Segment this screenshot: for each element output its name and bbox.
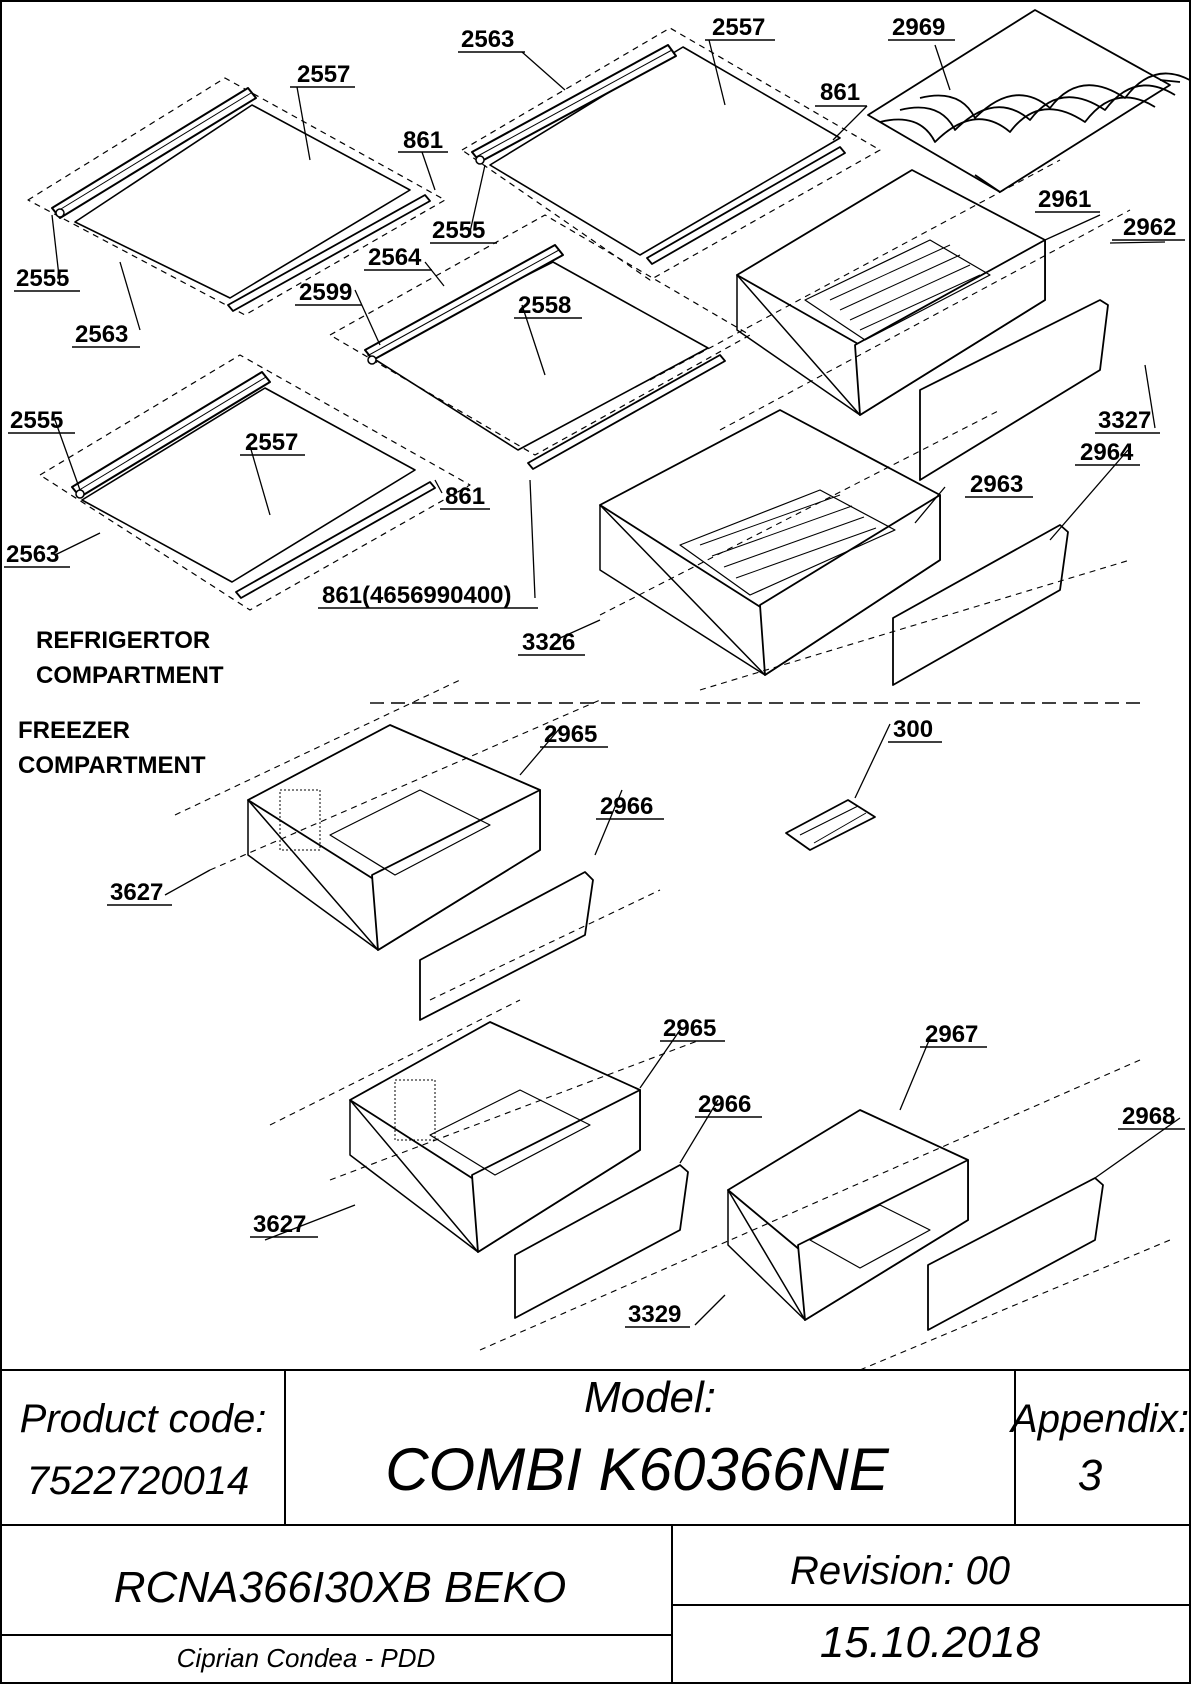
dashed-guides: [174, 159, 1171, 1371]
callout-label: 861: [445, 483, 485, 510]
glass-shelf-upper-left: [27, 77, 446, 316]
callout-label: 861: [820, 79, 860, 106]
drawer-front-2968: [927, 1177, 1104, 1331]
callout-label: 861(4656990400): [322, 582, 512, 609]
freezer-drawer-bottom: [727, 1109, 969, 1321]
callout-label: 2557: [712, 14, 765, 41]
callout-label: 3627: [253, 1211, 306, 1238]
callout-label: 2599: [299, 279, 352, 306]
leader-lines: [51, 39, 1181, 1326]
drawer-front-2966-lower: [514, 1164, 689, 1319]
callout-label: 2966: [698, 1091, 751, 1118]
callout-label: 2563: [6, 541, 59, 568]
revision-date: 15.10.2018: [820, 1618, 1041, 1667]
freezer-compartment-title: COMPARTMENT: [18, 752, 206, 779]
callout-label: 2557: [245, 429, 298, 456]
appendix-number: 3: [1078, 1451, 1103, 1500]
callout-label: 2967: [925, 1021, 978, 1048]
product-name: RCNA366I30XB BEKO: [114, 1563, 566, 1612]
callout-labels: 2557 2563 2557 2969 861 861 2555 2555 25…: [4, 14, 1185, 1328]
callout-label: 2555: [10, 407, 63, 434]
title-block: Product code: 7522720014 Model: COMBI K6…: [1, 1369, 1190, 1683]
author: Ciprian Condea - PDD: [177, 1643, 436, 1673]
callout-label: 3326: [522, 629, 575, 656]
callout-label: 2563: [75, 321, 128, 348]
callout-label: 2564: [368, 244, 422, 271]
callout-label: 2557: [297, 61, 350, 88]
crisper-drawer-upper: [736, 169, 1046, 416]
drawer-front-2964: [892, 524, 1069, 686]
callout-label: 2965: [663, 1015, 716, 1042]
callout-label: 3329: [628, 1301, 681, 1328]
callout-label: 861: [403, 127, 443, 154]
freezer-compartment-title: FREEZER: [18, 717, 130, 744]
callout-label: 2966: [600, 793, 653, 820]
glass-shelf-lower-left: [39, 354, 471, 611]
compartment-titles: REFRIGERTOR COMPARTMENT FREEZER COMPARTM…: [18, 627, 224, 779]
callout-label: 2558: [518, 292, 571, 319]
drawer-front-2966-upper: [419, 871, 594, 1021]
callout-label: 2962: [1123, 214, 1176, 241]
appendix-label: Appendix:: [1009, 1397, 1189, 1441]
parts-illustration: [27, 9, 1191, 1371]
model-name: COMBI K60366NE: [385, 1436, 890, 1503]
revision: Revision: 00: [790, 1549, 1010, 1593]
callout-label: 2963: [970, 471, 1023, 498]
freezer-drawer-lower: [349, 1021, 641, 1253]
crisper-drawer-lower: [599, 409, 941, 676]
ice-tray: [785, 799, 876, 851]
refrigerator-compartment-title: COMPARTMENT: [36, 662, 224, 689]
callout-label: 2563: [461, 26, 514, 53]
callout-label: 3627: [110, 879, 163, 906]
model-label: Model:: [584, 1373, 716, 1422]
callout-label: 300: [893, 716, 933, 743]
callout-label: 2964: [1080, 439, 1134, 466]
product-code-label: Product code:: [20, 1397, 267, 1441]
glass-shelf-upper-middle: [461, 27, 881, 281]
callout-label: 3327: [1098, 407, 1151, 434]
callout-label: 2961: [1038, 186, 1091, 213]
refrigerator-compartment-title: REFRIGERTOR: [36, 627, 210, 654]
callout-label: 2555: [432, 217, 485, 244]
callout-label: 2965: [544, 721, 597, 748]
callout-label: 2969: [892, 14, 945, 41]
drawer-front-2962: [919, 299, 1109, 481]
glass-shelf-middle: [329, 214, 751, 470]
freezer-drawer-upper: [247, 724, 541, 951]
callout-label: 2968: [1122, 1103, 1175, 1130]
product-code: 7522720014: [27, 1459, 249, 1503]
callout-label: 2555: [16, 265, 69, 292]
wine-rack: [867, 9, 1191, 193]
